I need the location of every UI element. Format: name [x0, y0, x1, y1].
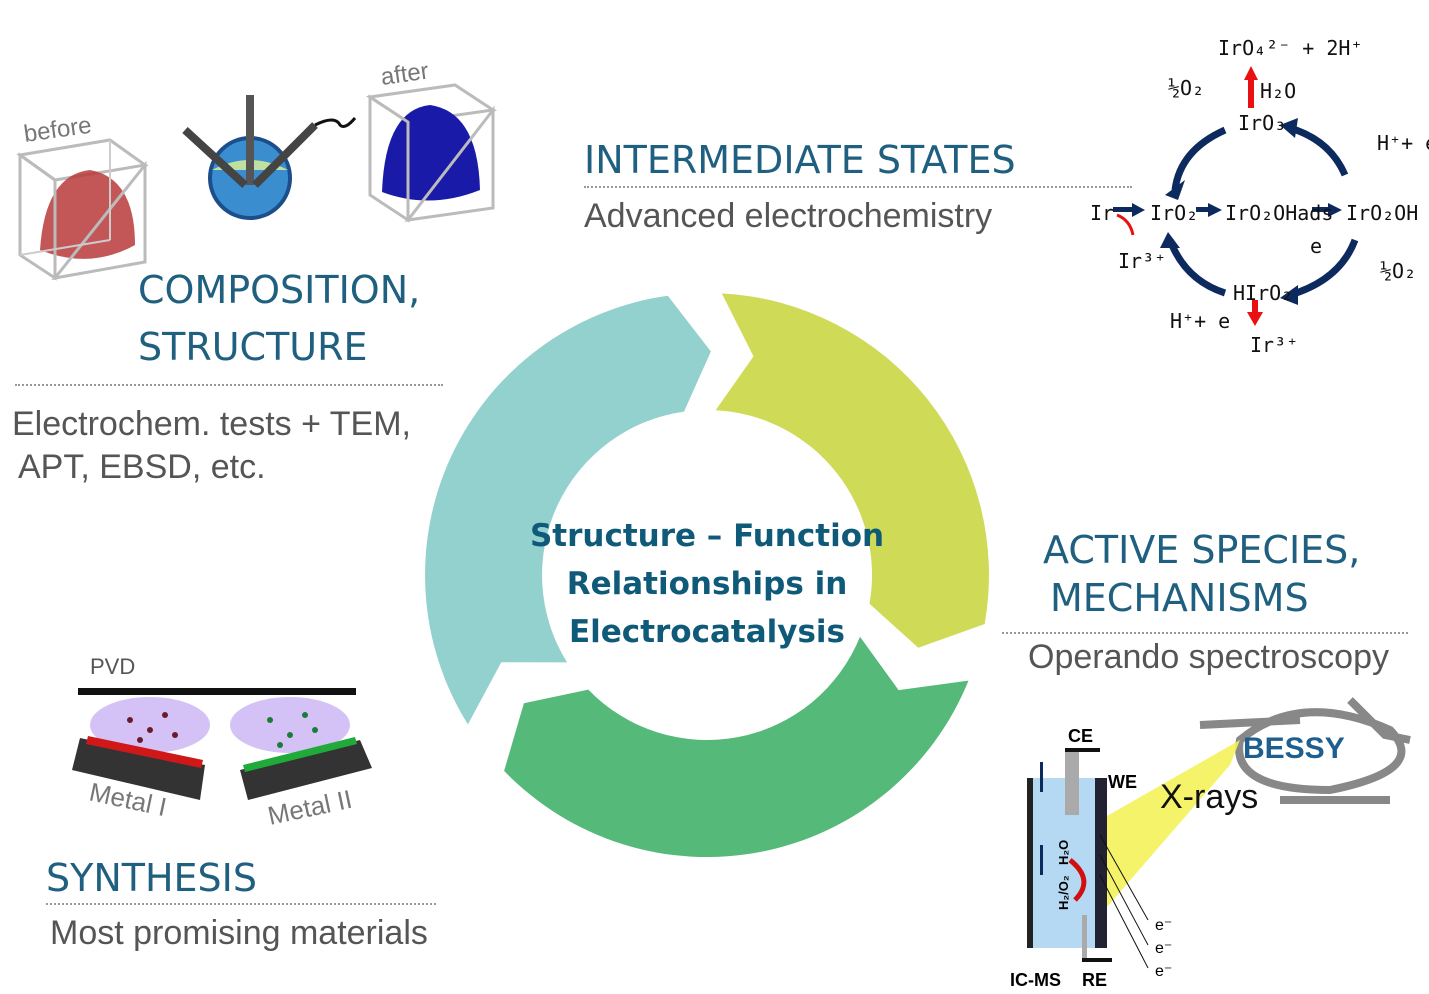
cycle-arrow-mechanisms	[715, 293, 989, 648]
svg-text:e: e	[1310, 234, 1322, 258]
ce-label: CE	[1068, 726, 1093, 746]
svg-text:Ir: Ir	[1090, 201, 1114, 225]
electron-label: e⁻	[1155, 940, 1172, 957]
divider	[584, 186, 1132, 188]
svg-text:H⁺+ e: H⁺+ e	[1377, 131, 1429, 155]
flask-cell-icon	[182, 95, 357, 220]
svg-text:IrO₂OHads: IrO₂OHads	[1225, 201, 1333, 225]
svg-text:IrO₂: IrO₂	[1150, 201, 1198, 225]
svg-text:IrO₃: IrO₃	[1238, 111, 1286, 135]
svg-text:½O₂: ½O₂	[1380, 259, 1416, 283]
active-title-2: MECHANISMS	[1050, 576, 1309, 620]
operando-cell-illustration	[1027, 697, 1411, 969]
before-cube-illustration	[16, 138, 149, 281]
active-title-1: ACTIVE SPECIES,	[1043, 528, 1361, 572]
cycle-arrow-composition	[425, 295, 711, 725]
intermediate-title: INTERMEDIATE STATES	[584, 138, 1016, 182]
center-title-line: Relationships in	[566, 566, 848, 602]
divider	[46, 903, 436, 905]
iridium-reaction-scheme: Ir IrO₂ IrO₂OHads IrO₂OH IrO₃ IrO₄²⁻ + 2…	[1090, 36, 1429, 357]
pvd-label: PVD	[90, 654, 135, 679]
composition-subtitle-2: APT, EBSD, etc.	[18, 448, 266, 486]
svg-text:Ir³⁺: Ir³⁺	[1118, 249, 1166, 273]
pvd-illustration	[72, 688, 372, 800]
after-cube-illustration	[365, 83, 498, 223]
svg-text:½O₂: ½O₂	[1168, 76, 1204, 100]
electron-label: e⁻	[1155, 963, 1172, 980]
bessy-logo: BESSY	[1243, 732, 1345, 765]
after-label: after	[379, 58, 430, 91]
svg-text:HIrO₂: HIrO₂	[1233, 281, 1293, 305]
h2o-label: H₂O	[1056, 840, 1071, 865]
divider	[15, 384, 443, 386]
icms-label: IC-MS	[1010, 970, 1061, 990]
electron-label: e⁻	[1155, 917, 1172, 934]
composition-title-1: COMPOSITION,	[138, 268, 421, 312]
center-title-line: Structure – Function	[529, 518, 885, 554]
intermediate-subtitle: Advanced electrochemistry	[584, 197, 993, 235]
we-label: WE	[1108, 772, 1137, 792]
center-title-line: Electrocatalysis	[568, 614, 845, 650]
xrays-label: X-rays	[1160, 778, 1258, 816]
divider	[1002, 632, 1408, 634]
synthesis-subtitle: Most promising materials	[50, 914, 428, 952]
active-subtitle: Operando spectroscopy	[1028, 638, 1389, 676]
cycle-arrow-synthesis	[504, 636, 969, 858]
re-label: RE	[1082, 970, 1107, 990]
svg-text:H⁺+ e: H⁺+ e	[1170, 309, 1230, 333]
synthesis-title: SYNTHESIS	[46, 856, 258, 900]
center-title: Structure – Function Relationships in El…	[507, 512, 907, 656]
svg-text:IrO₄²⁻ + 2H⁺: IrO₄²⁻ + 2H⁺	[1218, 36, 1363, 60]
h2o2-label: H₂/O₂	[1056, 875, 1071, 910]
composition-title-2: STRUCTURE	[138, 325, 368, 369]
svg-text:IrO₂OH: IrO₂OH	[1346, 201, 1418, 225]
composition-subtitle-1: Electrochem. tests + TEM,	[12, 405, 412, 443]
svg-text:Ir³⁺: Ir³⁺	[1250, 333, 1298, 357]
before-label: before	[22, 112, 93, 148]
svg-text:H₂O: H₂O	[1260, 79, 1296, 103]
